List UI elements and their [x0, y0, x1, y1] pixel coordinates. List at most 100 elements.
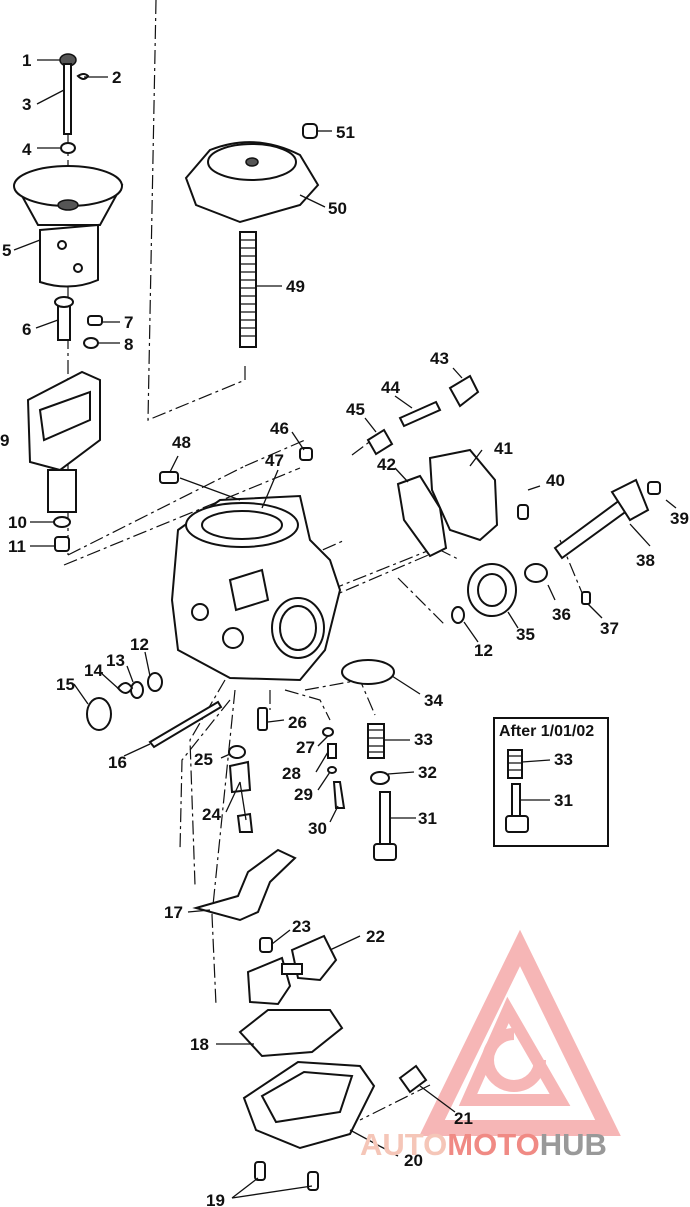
label-29: 29: [294, 785, 313, 804]
part-2-clip: [76, 73, 90, 80]
label-28: 28: [282, 764, 301, 783]
label-26: 26: [288, 713, 307, 732]
leader-lines: [13, 59, 677, 1199]
part-51-screw: [302, 123, 318, 139]
part-35-spring: [467, 563, 517, 617]
part-4-ring: [60, 142, 76, 154]
label-42: 42: [377, 455, 396, 474]
part-37-screw: [581, 591, 591, 605]
part-43-cap: [448, 374, 480, 408]
label-45: 45: [346, 400, 365, 419]
label-4: 4: [22, 140, 32, 159]
label-27: 27: [296, 738, 315, 757]
label-15: 15: [56, 675, 75, 694]
label-19: 19: [206, 1191, 225, 1207]
part-17-bracket: [192, 848, 297, 922]
label-47: 47: [265, 451, 284, 470]
part-28-spring: [327, 743, 337, 759]
part-16-pin: [148, 700, 223, 749]
part-12a-washer: [147, 672, 163, 692]
part-41-cover: [428, 448, 499, 542]
part-42-gasket: [396, 474, 448, 558]
label-10: 10: [8, 513, 27, 532]
label-49: 49: [286, 277, 305, 296]
part-9-slide-housing: [26, 370, 101, 513]
inset-label-33: 33: [554, 750, 573, 769]
label-25: 25: [194, 750, 213, 769]
part-30-screw: [332, 781, 346, 809]
part-12b-washer: [451, 606, 465, 624]
label-16: 16: [108, 753, 127, 772]
part-22-float: [246, 934, 338, 1006]
label-38: 38: [636, 551, 655, 570]
part-34-plate: [341, 659, 395, 685]
label-36: 36: [552, 605, 571, 624]
label-21: 21: [454, 1109, 473, 1128]
label-35: 35: [516, 625, 535, 644]
label-12a: 12: [130, 635, 149, 654]
svg-text:AUTOMOTOHUB: AUTOMOTOHUB: [360, 1127, 607, 1162]
part-49-spring: [239, 231, 257, 348]
label-34: 34: [424, 691, 443, 710]
label-20: 20: [404, 1151, 423, 1170]
part-36-seal: [524, 563, 548, 583]
label-9: 9: [0, 431, 9, 450]
part-25-oring: [228, 745, 246, 759]
inset-after-1-01-02: After 1/01/02 33 31: [493, 717, 609, 847]
part-15-cap: [86, 697, 112, 731]
label-5: 5: [2, 241, 11, 260]
part-10-washer: [53, 516, 71, 528]
label-13: 13: [106, 651, 125, 670]
part-39-screw: [647, 481, 661, 495]
label-6: 6: [22, 320, 31, 339]
watermark-part1: AUTO: [360, 1127, 447, 1162]
label-1: 1: [22, 51, 31, 70]
label-33: 33: [414, 730, 433, 749]
watermark-logo: [419, 929, 621, 1136]
part-21-drain-screw: [398, 1064, 428, 1094]
part-33-spring: [367, 723, 385, 759]
part-29-oring: [327, 766, 337, 774]
part-38-shaft: [553, 478, 650, 560]
label-17: 17: [164, 903, 183, 922]
part-40-screw: [517, 504, 529, 520]
label-41: 41: [494, 439, 513, 458]
part-6-needle-jet: [54, 296, 74, 341]
label-23: 23: [292, 917, 311, 936]
part-18-gasket: [238, 1009, 344, 1058]
part-11-nut: [54, 536, 70, 552]
part-14-clip: [116, 682, 134, 694]
part-31-screw: [373, 791, 397, 861]
part-27-washer: [322, 727, 334, 737]
label-22: 22: [366, 927, 385, 946]
label-18: 18: [190, 1035, 209, 1054]
label-39: 39: [670, 509, 689, 528]
inset-label-31: 31: [554, 791, 573, 810]
label-24: 24: [202, 805, 221, 824]
label-37: 37: [600, 619, 619, 638]
label-32: 32: [418, 763, 437, 782]
label-11: 11: [8, 537, 26, 556]
label-48: 48: [172, 433, 191, 452]
label-30: 30: [308, 819, 327, 838]
part-44-spring: [398, 400, 442, 428]
part-20-float-bowl: [242, 1060, 376, 1150]
part-50-top-cover: [184, 141, 320, 224]
label-7: 7: [124, 313, 133, 332]
label-2: 2: [112, 68, 121, 87]
part-3-needle: [63, 63, 72, 135]
label-50: 50: [328, 199, 347, 218]
label-12b: 12: [474, 641, 493, 660]
part-45-plunger: [366, 428, 394, 456]
label-51: 51: [336, 123, 355, 142]
part-26-jet: [257, 707, 268, 731]
part-24-jet: [228, 760, 254, 833]
label-43: 43: [430, 349, 449, 368]
part-19-screws: [254, 1161, 319, 1191]
watermark-wordmark: AUTOMOTOHUB: [360, 1127, 607, 1162]
label-14: 14: [84, 661, 103, 680]
part-5-slide-diaphragm: [13, 165, 124, 288]
part-number-labels: 1 2 3 4 5 6 7 8 9 10 11 12 13 14 15 16 1…: [0, 51, 689, 1207]
part-48-screw: [159, 471, 179, 484]
